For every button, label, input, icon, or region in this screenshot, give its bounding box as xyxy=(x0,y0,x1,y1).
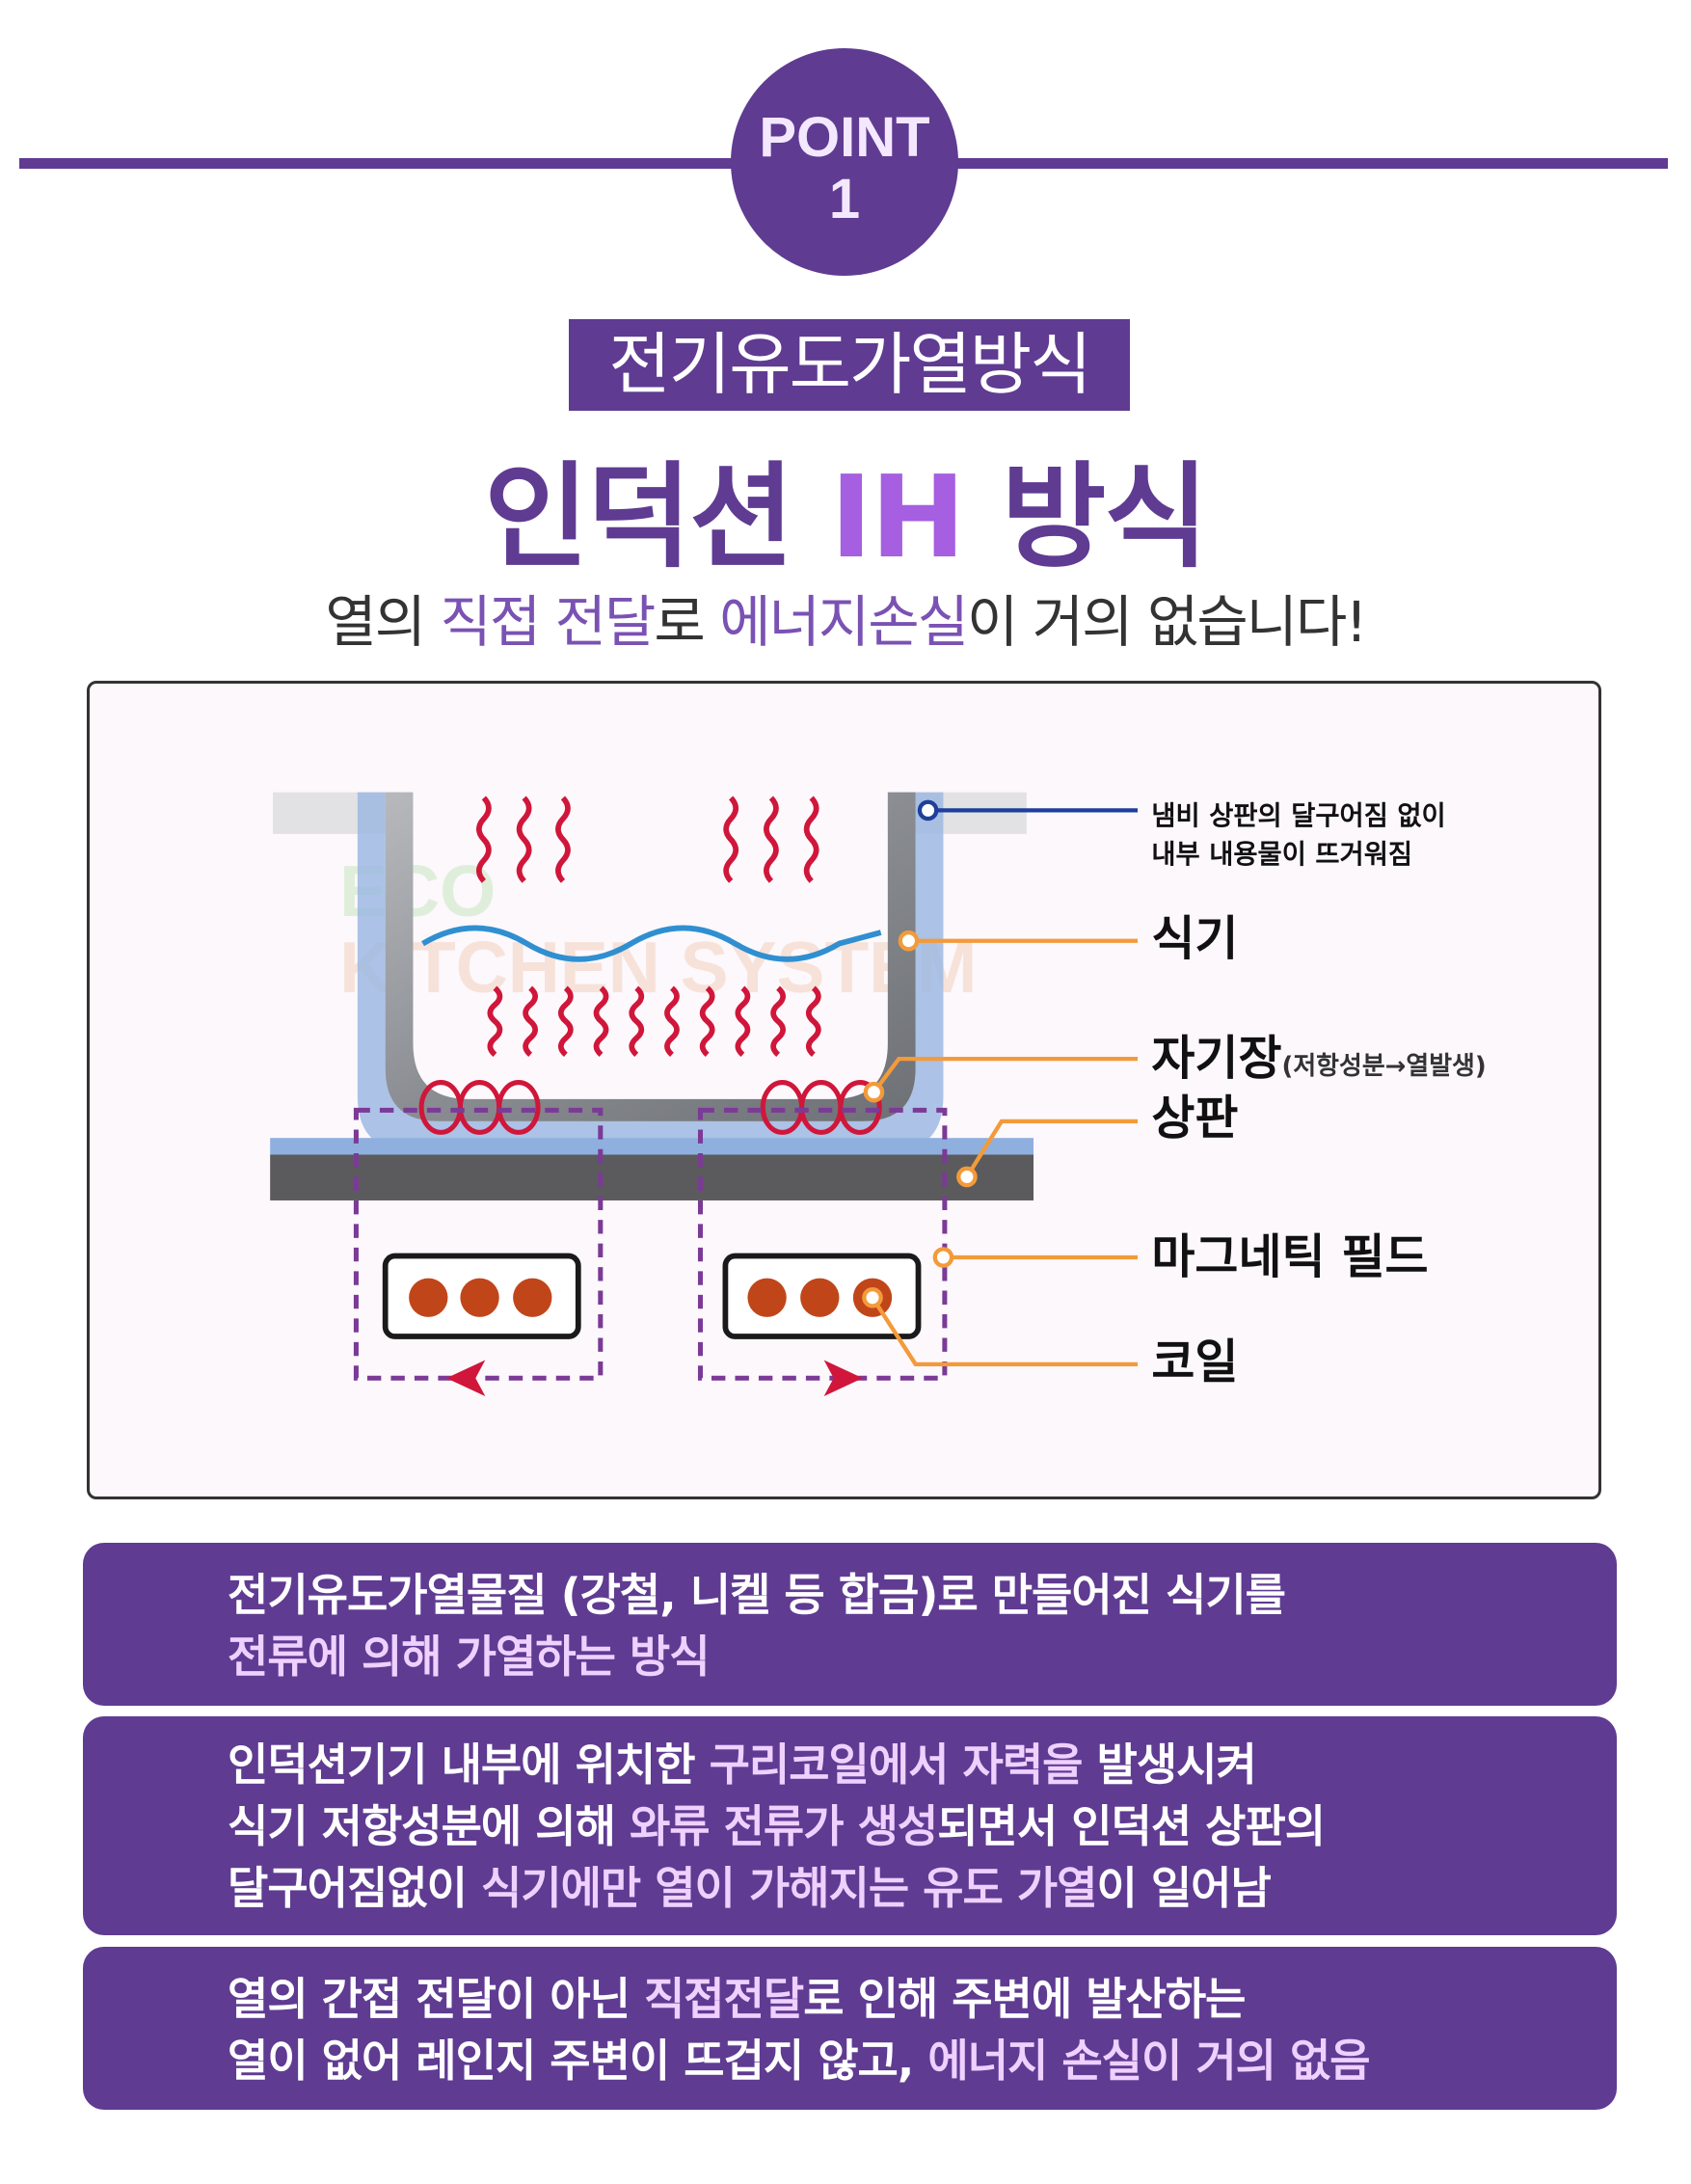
leader-lines xyxy=(871,808,1139,1367)
point-badge: POINT 1 xyxy=(731,48,958,276)
info-line: 달구어짐없이 식기에만 열이 가해지는 유도 가열이 일어남 xyxy=(228,1857,1617,1919)
subtitle-text: 로 xyxy=(654,589,720,655)
info-line: 열의 간접 전달이 아닌 직접전달로 인해 주변에 발산하는 xyxy=(228,1968,1617,2030)
label-note-line2: 내부 내용물이 뜨거워짐 xyxy=(1151,840,1412,870)
heat-wave xyxy=(593,985,609,1057)
heat-wave xyxy=(487,985,503,1057)
heat-wave xyxy=(523,985,539,1057)
heat-wave xyxy=(805,985,821,1057)
heat-wave xyxy=(699,985,715,1057)
title-box: 전기유도가열방식 xyxy=(569,319,1130,411)
label-note-line1: 냄비 상판의 달구어짐 없이 xyxy=(1151,801,1445,831)
subtitle-highlight: 에너지손실 xyxy=(719,589,969,655)
heat-wave xyxy=(803,795,819,883)
info-highlight: 직접전달 xyxy=(643,1973,804,2025)
induction-diagram: ECO KITCHEN SYSTEM 냄비 상판의 달구어짐 없이 내부 내용물… xyxy=(87,681,1601,1499)
info-highlight: 전류에 의해 가열하는 방식 xyxy=(228,1631,711,1683)
top-plate-glass xyxy=(270,1138,1034,1155)
heat-wave xyxy=(723,795,739,883)
info-line: 인덕션기기 내부에 위치한 구리코일에서 자력을 발생시켜 xyxy=(228,1734,1617,1795)
info-highlight: 구리코일에서 자력을 xyxy=(709,1739,1084,1791)
heading-accent: IH xyxy=(829,450,966,583)
heat-wave xyxy=(555,795,571,883)
info-text: 되면서 인덕션 상판의 xyxy=(937,1800,1326,1852)
info-highlight: 와류 전류가 생성 xyxy=(629,1800,938,1852)
liquid-wave xyxy=(421,925,882,962)
leader-dots xyxy=(862,799,978,1308)
heat-wave xyxy=(557,985,574,1057)
info-line: 식기 저항성분에 의해 와류 전류가 생성되면서 인덕션 상판의 xyxy=(228,1795,1617,1857)
label-magnetic: 자기장(저항성분→열발생) xyxy=(1151,1031,1486,1086)
heat-wave xyxy=(475,795,492,883)
arrow-right-icon xyxy=(823,1360,863,1396)
info-line: 열이 없어 레인지 주변이 뜨겁지 않고, 에너지 손실이 거의 없음 xyxy=(228,2030,1617,2091)
top-plate xyxy=(270,1154,1034,1200)
heat-waves xyxy=(475,795,821,1057)
heading-part1: 인덕션 xyxy=(484,450,830,583)
label-coil: 코일 xyxy=(1151,1335,1238,1389)
info-text: 인덕션기기 내부에 위치한 xyxy=(228,1739,710,1791)
coil-dots xyxy=(409,1278,893,1317)
info-text: 달구어짐없이 xyxy=(228,1862,481,1914)
heat-wave xyxy=(770,985,787,1057)
subtitle-text: 열의 xyxy=(325,589,441,655)
eddy-current-loops xyxy=(418,1080,882,1135)
info-line: 전류에 의해 가열하는 방식 xyxy=(228,1626,1617,1687)
info-text: 이 일어남 xyxy=(1096,1862,1271,1914)
info-text: 발생시켜 xyxy=(1082,1739,1256,1791)
watermark-kitchen: KITCHEN SYSTEM xyxy=(339,927,977,1008)
badge-number: 1 xyxy=(828,168,861,230)
info-text: 로 인해 주변에 발산하는 xyxy=(803,1973,1246,2025)
heat-wave xyxy=(735,985,751,1057)
info-highlight: 에너지 손실이 거의 없음 xyxy=(927,2035,1370,2087)
subtitle: 열의 직접 전달로 에너지손실이 거의 없습니다! xyxy=(0,577,1691,658)
label-top-plate: 상판 xyxy=(1151,1091,1238,1146)
magnetic-field-left xyxy=(353,1107,604,1381)
page-heading: 인덕션 IH 방식 xyxy=(0,424,1691,589)
heat-wave xyxy=(629,985,645,1057)
diagram-svg: ECO KITCHEN SYSTEM 냄비 상판의 달구어짐 없이 내부 내용물… xyxy=(270,792,1487,1396)
heat-wave xyxy=(664,985,680,1057)
badge-label: POINT xyxy=(759,106,930,169)
label-vessel: 식기 xyxy=(1151,911,1238,966)
info-line: 전기유도가열물질 (강철, 니켈 등 합금)로 만들어진 식기를 xyxy=(228,1564,1617,1626)
magnetic-field-right xyxy=(697,1107,948,1381)
info-highlight: 식기에만 열이 가해지는 유도 가열 xyxy=(480,1862,1098,1914)
subtitle-text: 이 거의 없습니다! xyxy=(967,589,1368,655)
heading-part2: 방식 xyxy=(963,450,1209,583)
info-text: 열의 간접 전달이 아닌 xyxy=(228,1973,644,2025)
arrow-left-icon xyxy=(446,1360,486,1396)
info-text: 전기유도가열물질 (강철, 니켈 등 합금)로 만들어진 식기를 xyxy=(228,1569,1286,1621)
info-text: 열이 없어 레인지 주변이 뜨겁지 않고, xyxy=(228,2035,928,2087)
subtitle-highlight: 직접 전달 xyxy=(440,589,657,655)
label-magnetic-field: 마그네틱 필드 xyxy=(1151,1229,1428,1284)
info-text: 식기 저항성분에 의해 xyxy=(228,1800,630,1852)
heat-wave xyxy=(516,795,532,883)
heat-wave xyxy=(764,795,779,883)
